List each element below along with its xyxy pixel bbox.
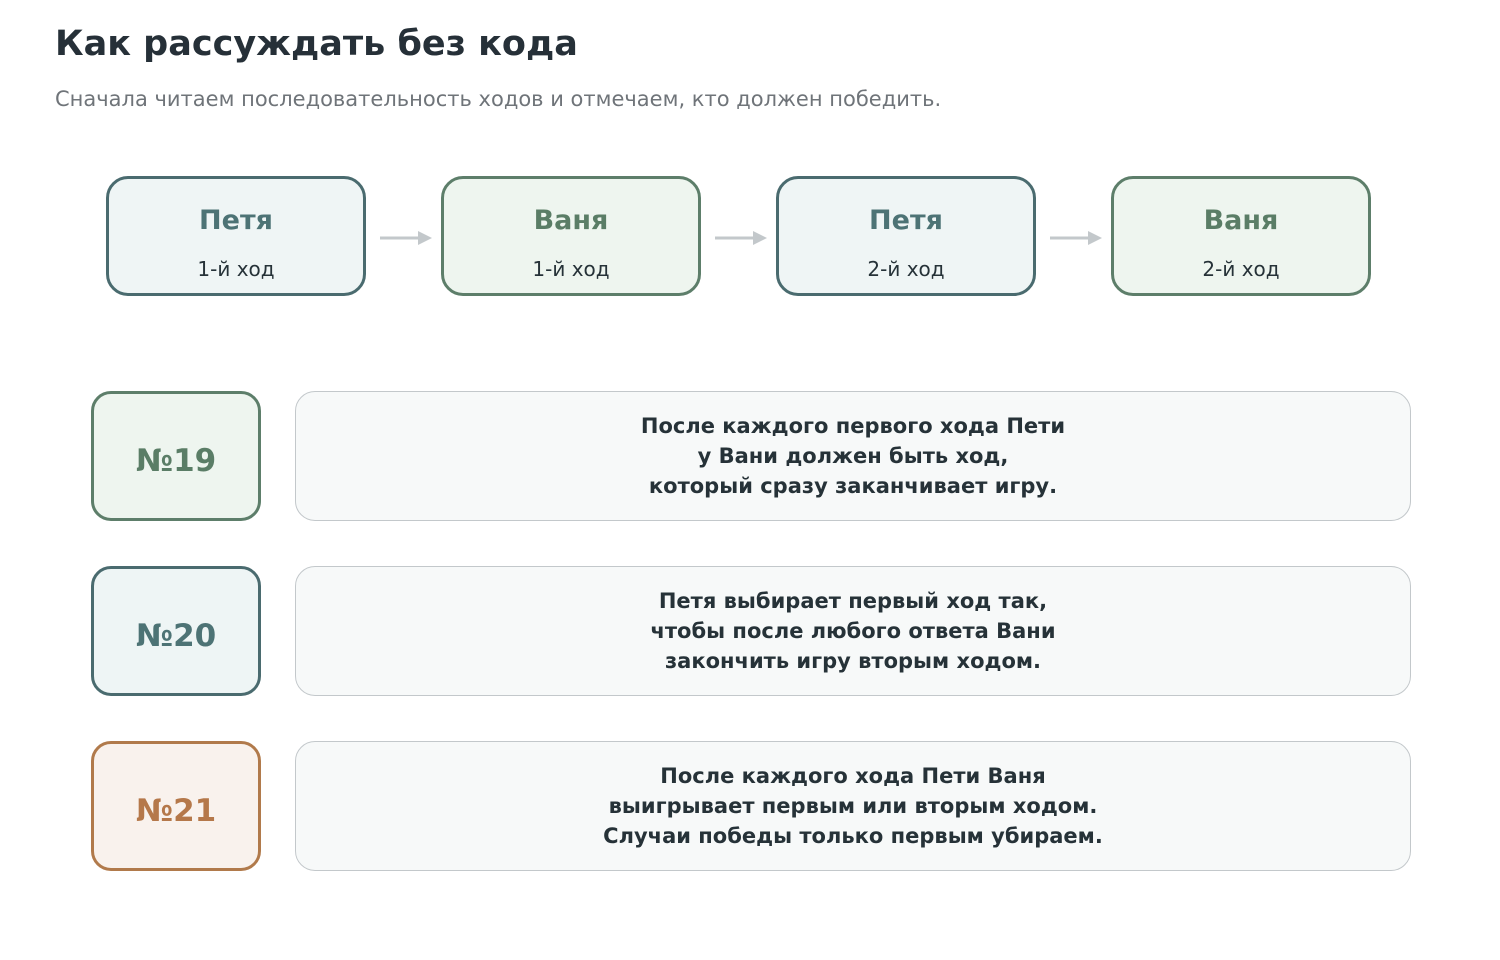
task-note-21: После каждого хода Пети Ваня выигрывает … — [295, 741, 1411, 871]
task-note-20: Петя выбирает первый ход так, чтобы посл… — [295, 566, 1411, 696]
page-title: Как рассуждать без кода — [55, 24, 578, 64]
task-note-line: чтобы после любого ответа Вани — [650, 619, 1056, 643]
move-card-petya-1: Петя 1-й ход — [106, 176, 366, 296]
move-turn: 2-й ход — [1202, 257, 1280, 281]
task-note-line: закончить игру вторым ходом. — [664, 649, 1042, 673]
move-turn: 1-й ход — [197, 257, 275, 281]
move-card-vanya-2: Ваня 2-й ход — [1111, 176, 1371, 296]
task-note-line: После каждого хода Пети Ваня — [660, 764, 1046, 788]
task-note-line: у Вани должен быть ход, — [697, 444, 1009, 468]
move-card-vanya-1: Ваня 1-й ход — [441, 176, 701, 296]
page-subtitle: Сначала читаем последовательность ходов … — [55, 87, 942, 111]
task-note-line: Случаи победы только первым убираем. — [603, 824, 1103, 848]
task-note-text: После каждого хода Пети Ваня выигрывает … — [603, 761, 1103, 851]
task-note-text: После каждого первого хода Пети у Вани д… — [641, 411, 1065, 501]
arrow-right-icon — [1050, 231, 1102, 245]
move-turn: 2-й ход — [867, 257, 945, 281]
move-player: Ваня — [533, 205, 609, 236]
task-note-line: выигрывает первым или вторым ходом. — [608, 794, 1098, 818]
task-number-badge-19: №19 — [91, 391, 261, 521]
move-player: Петя — [869, 205, 943, 236]
task-note-line: Петя выбирает первый ход так, — [658, 589, 1048, 613]
move-player: Ваня — [1203, 205, 1279, 236]
task-note-19: После каждого первого хода Пети у Вани д… — [295, 391, 1411, 521]
task-number-badge-21: №21 — [91, 741, 261, 871]
arrow-right-icon — [715, 231, 767, 245]
task-note-line: После каждого первого хода Пети — [640, 414, 1066, 438]
task-number-badge-20: №20 — [91, 566, 261, 696]
move-player: Петя — [199, 205, 273, 236]
move-turn: 1-й ход — [532, 257, 610, 281]
move-card-petya-2: Петя 2-й ход — [776, 176, 1036, 296]
task-note-line: который сразу заканчивает игру. — [648, 474, 1058, 498]
task-note-text: Петя выбирает первый ход так, чтобы посл… — [650, 586, 1055, 676]
arrow-right-icon — [380, 231, 432, 245]
